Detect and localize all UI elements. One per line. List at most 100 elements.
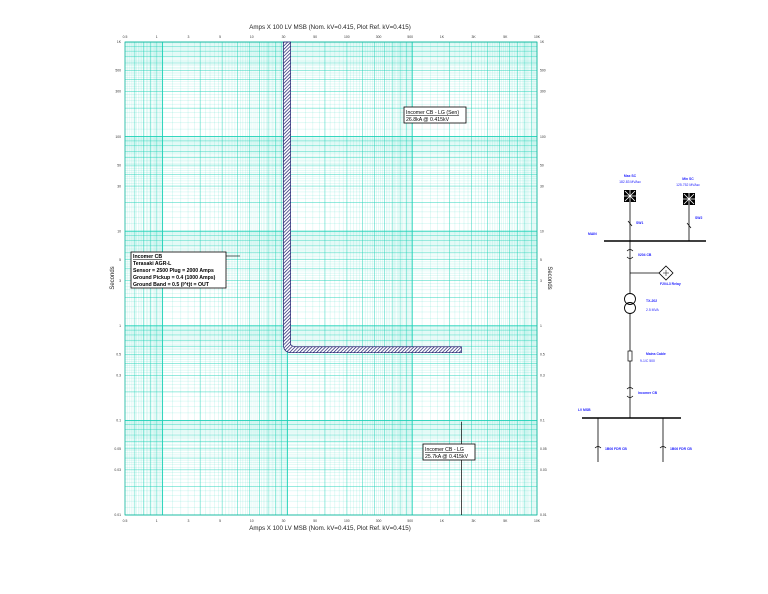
source-left-rating: 182.83 MVAsc (619, 180, 641, 184)
y-axis-title-right: Seconds (546, 266, 552, 289)
x-tick-label-top: 3 (187, 35, 189, 39)
source-right-name: Min SC (682, 177, 694, 181)
switch-sw2-label: SW2 (695, 216, 702, 220)
plot-frame (124, 41, 538, 516)
x-tick-label-top: 300 (376, 35, 382, 39)
x-tick-label-bottom: 50 (313, 519, 317, 523)
x-tick-label-top: 10 (250, 35, 254, 39)
tick-labels: 0.5 0.5 1 1 3 3 5 5 10 10 30 30 50 50 100 100 300 300 500 5… (114, 35, 546, 523)
y-tick-label-left: 0.05 (114, 447, 121, 451)
x-tick-label-top: 10K (534, 35, 541, 39)
x-tick-label-bottom: 5K (503, 519, 508, 523)
cable-icon (627, 350, 633, 362)
incomer-cb-curve (283, 41, 462, 354)
incomer-settings-line: Ground Pickup = 0.4 (1000 Amps) (133, 275, 216, 281)
y-tick-label-right: 50 (540, 163, 544, 167)
y-tick-label-right: 0.3 (540, 373, 545, 377)
main-bus-label: MAIN (588, 232, 597, 236)
x-axis-title-top: Amps X 100 LV MSB (Nom. kV=0.415, Plot R… (249, 24, 411, 31)
x-tick-label-bottom: 0.5 (123, 519, 128, 523)
incomer-settings-callout: Incomer CB Terasaki AGR-L Sensor = 2500 … (130, 251, 240, 289)
incomer-settings-line: Sensor = 2500 Plug = 2000 Amps (133, 268, 214, 274)
incomer-label: Incomer CB (638, 391, 658, 395)
x-tick-label-top: 1K (440, 35, 445, 39)
x-tick-label-bottom: 30 (282, 519, 286, 523)
y-tick-label-right: 3 (540, 279, 542, 283)
fault-bottom-title: Incomer CB - LG (425, 447, 464, 453)
source-left-name: Max SC (624, 174, 637, 178)
y-tick-label-right: 10 (540, 229, 544, 233)
y-tick-label-right: 0.01 (540, 513, 547, 517)
incomer-settings-line: Terasaki AGR-L (133, 261, 172, 267)
y-tick-label-left: 5 (119, 258, 121, 262)
transformer-rating: 2.5 MVA (646, 308, 659, 312)
x-axis-title-bottom: Amps X 100 LV MSB (Nom. kV=0.415, Plot R… (249, 525, 411, 532)
x-tick-label-bottom: 3K (472, 519, 477, 523)
y-axis-title-left: Seconds (110, 266, 116, 289)
y-tick-label-left: 0.1 (116, 419, 121, 423)
x-tick-label-bottom: 3 (187, 519, 189, 523)
y-tick-label-right: 1 (540, 324, 542, 328)
relay-icon (658, 265, 674, 281)
fault-callout-top: Incomer CB - LG (Sen) 26.8kA @ 0.415kV (403, 106, 467, 124)
x-tick-label-top: 3K (472, 35, 477, 39)
x-tick-label-top: 100 (344, 35, 350, 39)
x-tick-label-top: 1 (156, 35, 158, 39)
y-tick-label-left: 3 (119, 279, 121, 283)
x-tick-label-bottom: 500 (407, 519, 413, 523)
x-tick-label-bottom: 10 (250, 519, 254, 523)
x-tick-label-bottom: 5 (219, 519, 221, 523)
y-tick-label-left: 0.5 (116, 352, 121, 356)
y-tick-label-left: 0.3 (116, 373, 121, 377)
y-tick-label-left: 300 (115, 90, 121, 94)
y-tick-label-right: 0.5 (540, 352, 545, 356)
transformer-icon (624, 293, 636, 314)
y-tick-label-left: 0.03 (114, 468, 121, 472)
source-right-rating: 125.752 MVAsc (676, 183, 700, 187)
x-tick-label-bottom: 300 (376, 519, 382, 523)
incomer-settings-line: Ground Band = 0.5 (I^t)t = OUT (133, 282, 210, 288)
x-tick-label-top: 0.5 (123, 35, 128, 39)
x-tick-label-top: 30 (282, 35, 286, 39)
one-line-diagram: Max SC 182.83 MVAsc Min SC 125.752 MVAsc… (578, 174, 706, 462)
y-tick-label-right: 0.05 (540, 447, 547, 451)
y-tick-label-right: 30 (540, 184, 544, 188)
x-tick-label-top: 5K (503, 35, 508, 39)
y-tick-label-right: 300 (540, 90, 546, 94)
cable-name: Mains Cable (646, 352, 666, 356)
x-tick-label-bottom: 1K (440, 519, 445, 523)
switch-sw1-label: SW1 (636, 221, 643, 225)
lv-bus-label: LV MSB (578, 408, 591, 412)
y-tick-label-left: 10 (117, 229, 121, 233)
fault-top-value: 26.8kA @ 0.415kV (406, 117, 450, 123)
y-tick-label-right: 0.1 (540, 419, 545, 423)
y-tick-label-right: 500 (540, 69, 546, 73)
y-tick-label-left: 1 (119, 324, 121, 328)
y-tick-label-right: 5 (540, 258, 542, 262)
fault-callout-bottom: Incomer CB - LG 25.7kA @ 0.415kV (422, 421, 476, 515)
y-tick-label-left: 50 (117, 163, 121, 167)
fault-bottom-value: 25.7kA @ 0.415kV (425, 454, 469, 460)
y-tick-label-right: 100 (540, 135, 546, 139)
transformer-name: TX-202 (646, 299, 657, 303)
x-tick-label-top: 50 (313, 35, 317, 39)
x-tick-label-bottom: 10K (534, 519, 541, 523)
y-tick-label-right: 1K (540, 40, 545, 44)
incomer-settings-title: Incomer CB (133, 254, 162, 260)
utility-source-icon (624, 190, 636, 202)
y-tick-label-left: 100 (115, 135, 121, 139)
utility-source-icon (683, 193, 695, 205)
y-tick-label-left: 500 (115, 69, 121, 73)
x-tick-label-bottom: 1 (156, 519, 158, 523)
x-tick-label-top: 5 (219, 35, 221, 39)
feeder-right-label: 1B06 FDR CB (670, 447, 692, 451)
feeder-left-label: 1B06 FDR CB (605, 447, 627, 451)
fault-top-title: Incomer CB - LG (Sen) (406, 110, 459, 116)
y-tick-label-left: 30 (117, 184, 121, 188)
y-tick-label-left: 1K (117, 40, 122, 44)
y-tick-label-right: 0.03 (540, 468, 547, 472)
x-tick-label-top: 500 (407, 35, 413, 39)
cable-size: 9-1/C 500 (640, 359, 655, 363)
relay-label: F204-3 Relay (660, 282, 681, 286)
